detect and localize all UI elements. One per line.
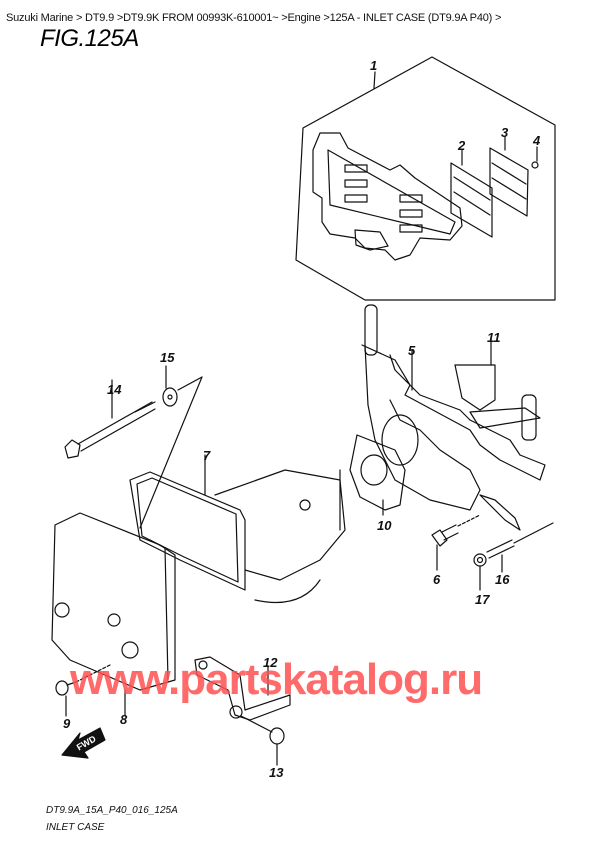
reed-valve-2 bbox=[450, 149, 493, 238]
callout-12[interactable]: 12 bbox=[263, 655, 278, 670]
callout-7[interactable]: 7 bbox=[203, 448, 211, 463]
callout-10[interactable]: 10 bbox=[377, 518, 392, 533]
callout-16[interactable]: 16 bbox=[495, 572, 510, 587]
callout-15[interactable]: 15 bbox=[160, 350, 175, 365]
bolt-6 bbox=[431, 514, 481, 571]
gasket-10 bbox=[349, 434, 406, 516]
callout-6[interactable]: 6 bbox=[433, 572, 441, 587]
callout-1[interactable]: 1 bbox=[370, 58, 378, 73]
callout-3[interactable]: 3 bbox=[501, 125, 509, 140]
watermark: www.partskatalog.ru bbox=[70, 655, 483, 704]
screw-4 bbox=[531, 146, 539, 169]
inlet-case bbox=[361, 304, 546, 531]
reed-plate bbox=[312, 132, 463, 261]
inlet-cover-8 bbox=[51, 512, 176, 716]
callout-8[interactable]: 8 bbox=[120, 712, 128, 727]
figure-code: DT9.9A_15A_P40_016_125A bbox=[46, 805, 178, 816]
breadcrumb[interactable]: Suzuki Marine > DT9.9 >DT9.9K FROM 00993… bbox=[6, 12, 502, 24]
callout-14[interactable]: 14 bbox=[107, 382, 122, 397]
callout-9[interactable]: 9 bbox=[63, 716, 71, 731]
callout-4[interactable]: 4 bbox=[533, 133, 541, 148]
washer-17 bbox=[473, 553, 487, 591]
reed-stopper-3 bbox=[489, 136, 529, 217]
callout-2[interactable]: 2 bbox=[458, 138, 466, 153]
washer-15 bbox=[139, 365, 203, 529]
figure-title: FIG.125A bbox=[40, 25, 139, 52]
figure-name: INLET CASE bbox=[46, 822, 105, 833]
fwd-arrow-icon bbox=[61, 727, 106, 759]
reed-valve-kit-outline bbox=[295, 56, 556, 301]
screw-9 bbox=[55, 664, 111, 717]
callout-5[interactable]: 5 bbox=[408, 343, 416, 358]
bolt-16 bbox=[486, 522, 554, 573]
callout-13[interactable]: 13 bbox=[269, 765, 284, 780]
callout-17[interactable]: 17 bbox=[475, 592, 490, 607]
bracket-12 bbox=[194, 656, 291, 721]
bolt-14 bbox=[64, 379, 156, 459]
washer-13 bbox=[240, 715, 285, 766]
gasket-7 bbox=[129, 454, 246, 591]
callout-11[interactable]: 11 bbox=[487, 330, 501, 345]
reed-block bbox=[214, 469, 346, 604]
